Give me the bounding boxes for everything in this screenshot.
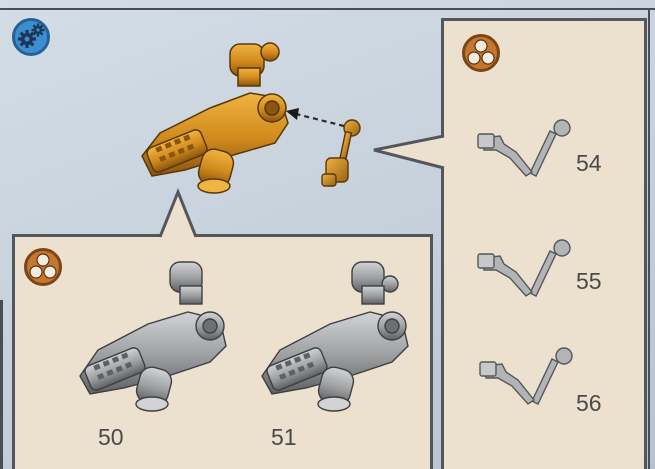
- grey-arm-part: [476, 118, 576, 188]
- part-number-label: 55: [576, 268, 602, 295]
- parts-pile-icon: [462, 34, 500, 72]
- orange-arm-part: [318, 116, 368, 196]
- grey-weapon-part: [252, 258, 422, 418]
- part-number-label: 50: [98, 424, 124, 451]
- parts-pile-icon: [24, 248, 62, 286]
- part-number-label: 56: [576, 390, 602, 417]
- panel-border-left-lower: [0, 300, 3, 469]
- part-number-label: 54: [576, 150, 602, 177]
- grey-arm-part: [476, 238, 576, 308]
- gears-icon: [12, 18, 50, 56]
- part-number-label: 51: [271, 424, 297, 451]
- panel-border-right: [648, 8, 650, 469]
- grey-arm-part: [478, 346, 578, 416]
- weapon-callout-pointer: [158, 190, 198, 240]
- grey-weapon-part: [70, 258, 240, 418]
- arm-callout-pointer: [372, 134, 446, 170]
- panel-border-top: [0, 8, 655, 10]
